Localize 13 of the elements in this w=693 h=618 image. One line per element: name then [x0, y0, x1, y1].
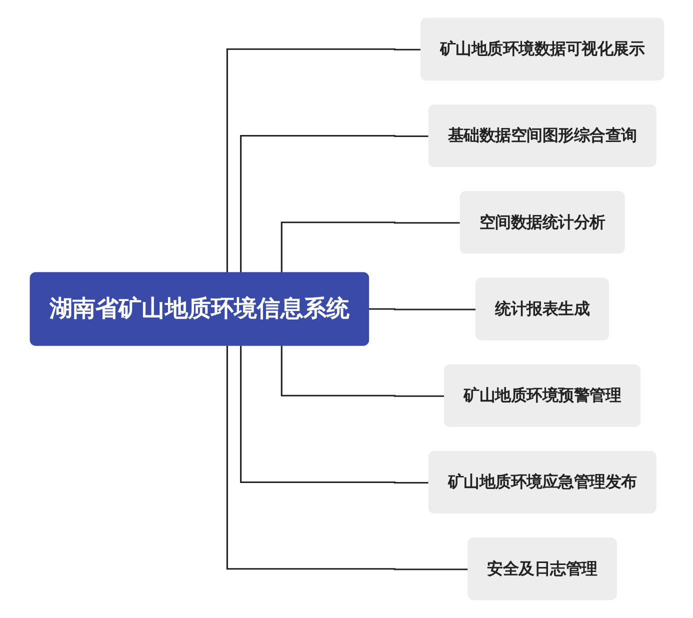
subtopic-box: 安全及日志管理 — [467, 538, 616, 600]
connector-line — [226, 346, 468, 570]
subtopic-box: 空间数据统计分析 — [459, 191, 624, 254]
connector-line — [368, 308, 476, 310]
connector-line — [240, 134, 429, 274]
connector-line — [240, 346, 429, 484]
subtopic-box: 矿山地质环境数据可视化展示 — [420, 18, 664, 80]
connector-line — [280, 346, 445, 397]
connector-line — [226, 48, 422, 274]
connector-line — [280, 222, 460, 274]
subtopic-box: 统计报表生成 — [475, 278, 608, 340]
subtopic-box: 基础数据空间图形综合查询 — [428, 104, 656, 167]
root-topic-box: 湖南省矿山地质环境信息系统 — [29, 272, 369, 346]
